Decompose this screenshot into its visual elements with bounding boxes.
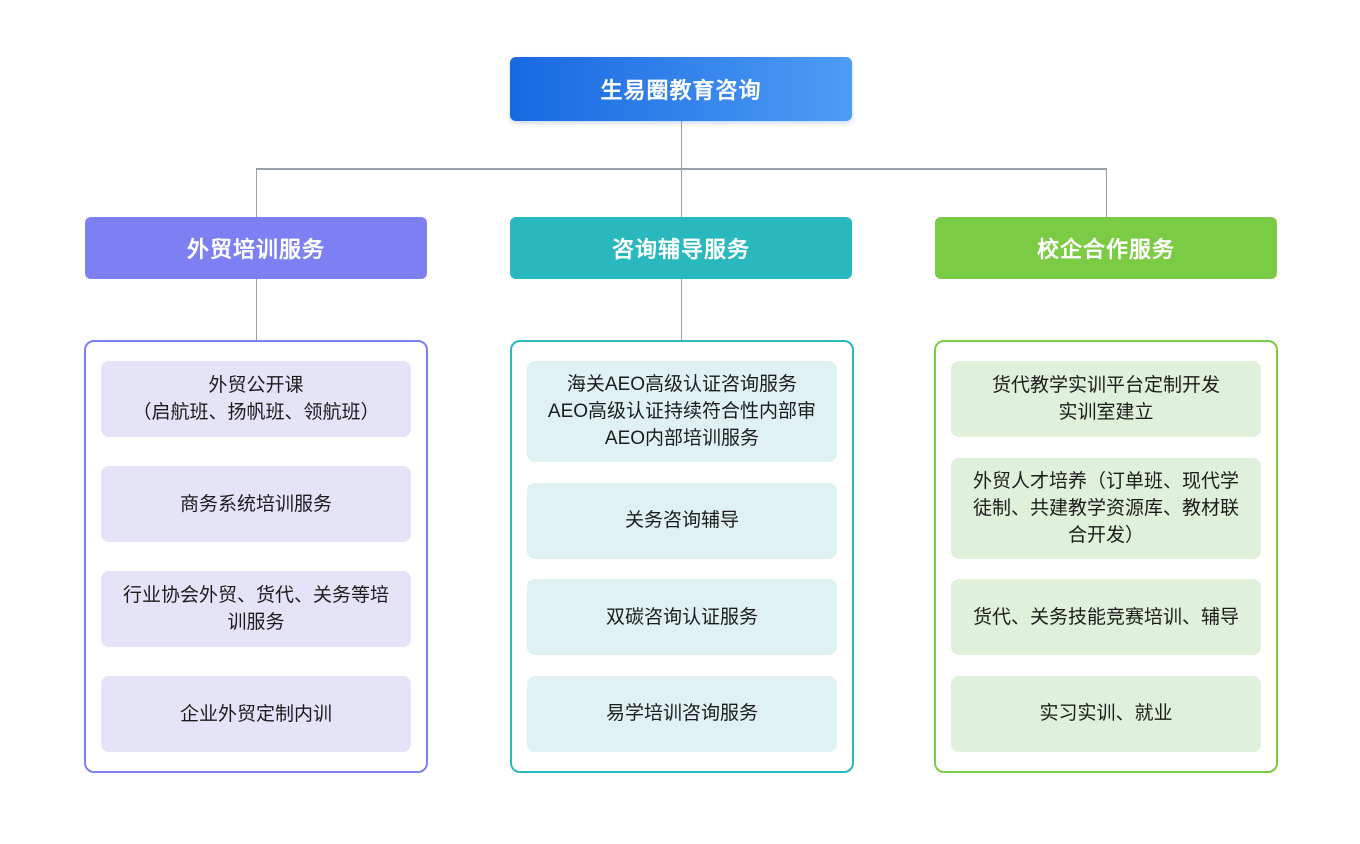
school-item-training-platform: 货代教学实训平台定制开发 实训室建立	[951, 361, 1261, 437]
branch-container-school-enterprise: 货代教学实训平台定制开发 实训室建立 外贸人才培养（订单班、现代学徒制、共建教学…	[934, 340, 1278, 773]
connector-drop-branch-3	[1105, 168, 1107, 217]
school-item-internship-employment: 实习实训、就业	[951, 675, 1261, 752]
branch-container-trade-training: 外贸公开课 （启航班、扬帆班、领航班） 商务系统培训服务 行业协会外贸、货代、关…	[84, 340, 428, 773]
consulting-item-dual-carbon: 双碳咨询认证服务	[527, 579, 837, 656]
branch-header-school-enterprise: 校企合作服务	[935, 217, 1277, 279]
consulting-item-yixue-training: 易学培训咨询服务	[527, 675, 837, 752]
branch-container-consulting-coaching: 海关AEO高级认证咨询服务 AEO高级认证持续符合性内部审 AEO内部培训服务 …	[510, 340, 854, 773]
branch-header-consulting-coaching: 咨询辅导服务	[510, 217, 852, 279]
connector-root-drop	[680, 121, 682, 169]
trade-training-item-industry-association: 行业协会外贸、货代、关务等培训服务	[101, 571, 411, 647]
branch-header-label: 校企合作服务	[1036, 237, 1175, 262]
connector-drop-branch-1	[255, 168, 257, 217]
consulting-item-aeo-certification: 海关AEO高级认证咨询服务 AEO高级认证持续符合性内部审 AEO内部培训服务	[527, 361, 837, 462]
branch-header-trade-training: 外贸培训服务	[85, 217, 427, 279]
trade-training-item-business-system: 商务系统培训服务	[101, 466, 411, 542]
connector-drop-branch-2	[680, 168, 682, 217]
connector-header-container-2	[680, 279, 682, 340]
connector-header-container-1	[255, 279, 257, 340]
trade-training-item-custom-internal: 企业外贸定制内训	[101, 676, 411, 752]
school-item-talent-cultivation: 外贸人才培养（订单班、现代学徒制、共建教学资源库、教材联合开发）	[951, 457, 1261, 559]
consulting-item-customs-coaching: 关务咨询辅导	[527, 482, 837, 559]
root-node-label: 生易圈教育咨询	[600, 78, 762, 103]
trade-training-item-open-course: 外贸公开课 （启航班、扬帆班、领航班）	[101, 361, 411, 437]
branch-header-label: 咨询辅导服务	[611, 237, 750, 262]
branch-header-label: 外贸培训服务	[186, 237, 325, 262]
school-item-skill-competition: 货代、关务技能竞赛培训、辅导	[951, 579, 1261, 656]
root-node: 生易圈教育咨询	[510, 57, 852, 121]
